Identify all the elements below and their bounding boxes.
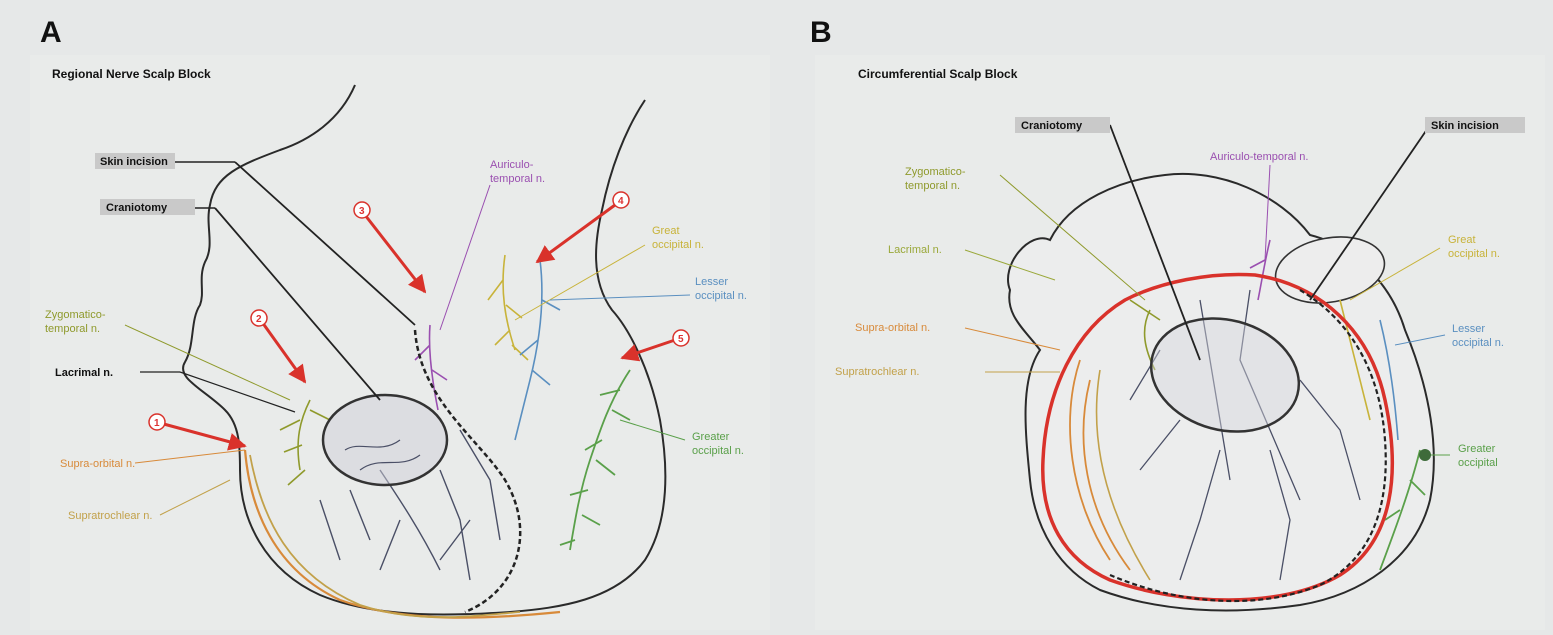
svg-text:4: 4 <box>618 196 624 207</box>
panel-b: B Circumferential Scalp Block <box>810 16 1545 630</box>
label-lacrimal-a: Lacrimal n. <box>55 367 113 379</box>
label-supratrochlear-b: Supratrochlear n. <box>835 366 919 378</box>
label-auriculotemporal-b: Auriculo-temporal n. <box>1210 151 1308 163</box>
label-craniotomy-a: Craniotomy <box>106 202 168 214</box>
label-supraorbital-b: Supra-orbital n. <box>855 322 930 334</box>
svg-text:3: 3 <box>359 206 365 217</box>
label-lacrimal-b: Lacrimal n. <box>888 244 942 256</box>
label-supraorbital-a: Supra-orbital n. <box>60 458 135 470</box>
label-supratrochlear-a: Supratrochlear n. <box>68 510 152 522</box>
svg-text:5: 5 <box>678 334 684 345</box>
svg-text:2: 2 <box>256 314 262 325</box>
panel-a-title: Regional Nerve Scalp Block <box>52 67 211 81</box>
panel-a-letter: A <box>40 16 62 49</box>
panel-a-background <box>30 55 770 630</box>
label-skin-incision-b: Skin incision <box>1431 120 1499 132</box>
craniotomy-outline-a <box>323 395 447 485</box>
label-skin-incision-a: Skin incision <box>100 156 168 168</box>
panel-b-letter: B <box>810 16 832 49</box>
panel-a: A Regional Nerve Scalp Block <box>30 16 770 630</box>
label-craniotomy-b: Craniotomy <box>1021 120 1083 132</box>
panel-b-title: Circumferential Scalp Block <box>858 67 1018 81</box>
svg-text:1: 1 <box>154 418 160 429</box>
